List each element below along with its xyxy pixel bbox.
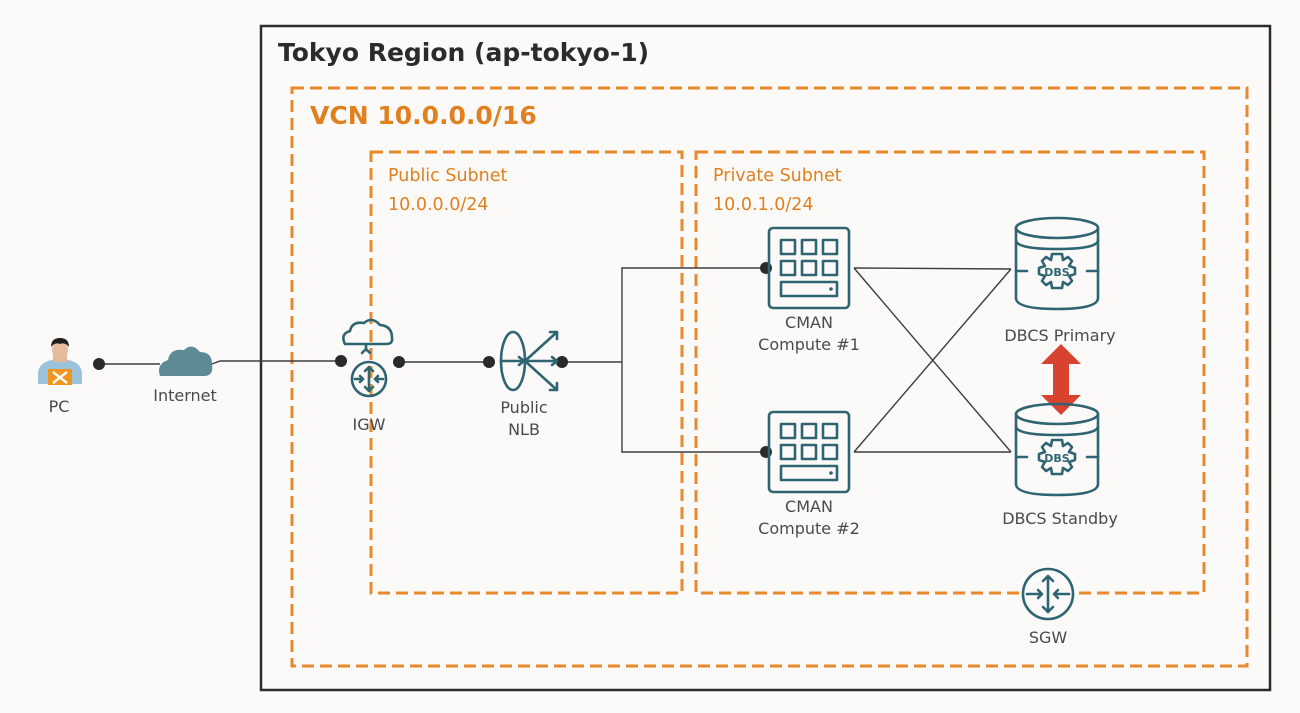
dbcs-primary-node[interactable]: DBS DBCS Primary [1004, 216, 1116, 345]
region-title: Tokyo Region (ap-tokyo-1) [278, 38, 649, 67]
dbcs-standby-node[interactable]: DBS DBCS Standby [1002, 402, 1118, 528]
dbcs-standby-label: DBCS Standby [1002, 509, 1118, 528]
cman2-label-line2: Compute #2 [758, 519, 860, 538]
igw-label: IGW [353, 415, 386, 434]
bidirectional-arrow-icon [1041, 344, 1081, 415]
wire-internet-igw [211, 360, 341, 365]
private-subnet-cidr: 10.0.1.0/24 [713, 195, 814, 215]
private-subnet-name: Private Subnet [713, 166, 842, 186]
private-subnet-boundary [694, 150, 1206, 595]
connector-dot [93, 358, 105, 370]
compute-icon [767, 226, 851, 310]
dbcs-primary-label: DBCS Primary [1004, 326, 1115, 345]
wire-cman2-primary [853, 268, 1012, 453]
connector-dot [556, 356, 568, 368]
wire-to-cman2 [621, 362, 766, 453]
pc-label: PC [49, 397, 70, 416]
connector-dots [93, 262, 772, 458]
internet-node[interactable]: Internet [153, 346, 217, 405]
connector-dot [393, 356, 405, 368]
public-subnet-boundary [369, 150, 684, 595]
sgw-node[interactable]: SGW [1021, 567, 1075, 647]
vcn-title: VCN 10.0.0.0/16 [310, 101, 537, 130]
public-subnet-cidr: 10.0.0.0/24 [388, 195, 489, 215]
internet-label: Internet [153, 386, 217, 405]
igw-node[interactable]: IGW [342, 318, 394, 434]
wire-to-cman1 [621, 267, 766, 362]
user-workstation-icon [38, 338, 82, 385]
cman2-label-line1: CMAN [785, 497, 833, 516]
dbs-badge: DBS [1044, 266, 1070, 279]
sgw-label: SGW [1029, 628, 1068, 647]
dbs-badge: DBS [1044, 452, 1070, 465]
vcn-boundary [290, 86, 1249, 668]
compute-icon [767, 410, 851, 494]
connector-dot [335, 355, 347, 367]
cman1-label-line2: Compute #1 [758, 335, 860, 354]
cman-compute-1-node[interactable]: CMAN Compute #1 [758, 226, 860, 354]
cloud-icon [159, 346, 213, 376]
public-subnet-name: Public Subnet [388, 166, 508, 186]
load-balancer-icon [499, 330, 559, 392]
nlb-label-line2: NLB [508, 420, 540, 439]
pc-node[interactable]: PC [38, 338, 82, 416]
region-frame [259, 24, 1272, 692]
connector-dot [483, 356, 495, 368]
cman1-label-line1: CMAN [785, 313, 833, 332]
nlb-label-line1: Public [500, 398, 547, 417]
nlb-node[interactable]: Public NLB [499, 330, 559, 439]
connections [99, 267, 1012, 453]
internet-gateway-icon [342, 318, 394, 398]
cman-compute-2-node[interactable]: CMAN Compute #2 [758, 410, 860, 538]
database-service-icon: DBS [1014, 216, 1100, 311]
wire-cman1-primary [853, 267, 1012, 270]
service-gateway-icon [1021, 567, 1075, 621]
database-service-icon: DBS [1014, 402, 1100, 497]
